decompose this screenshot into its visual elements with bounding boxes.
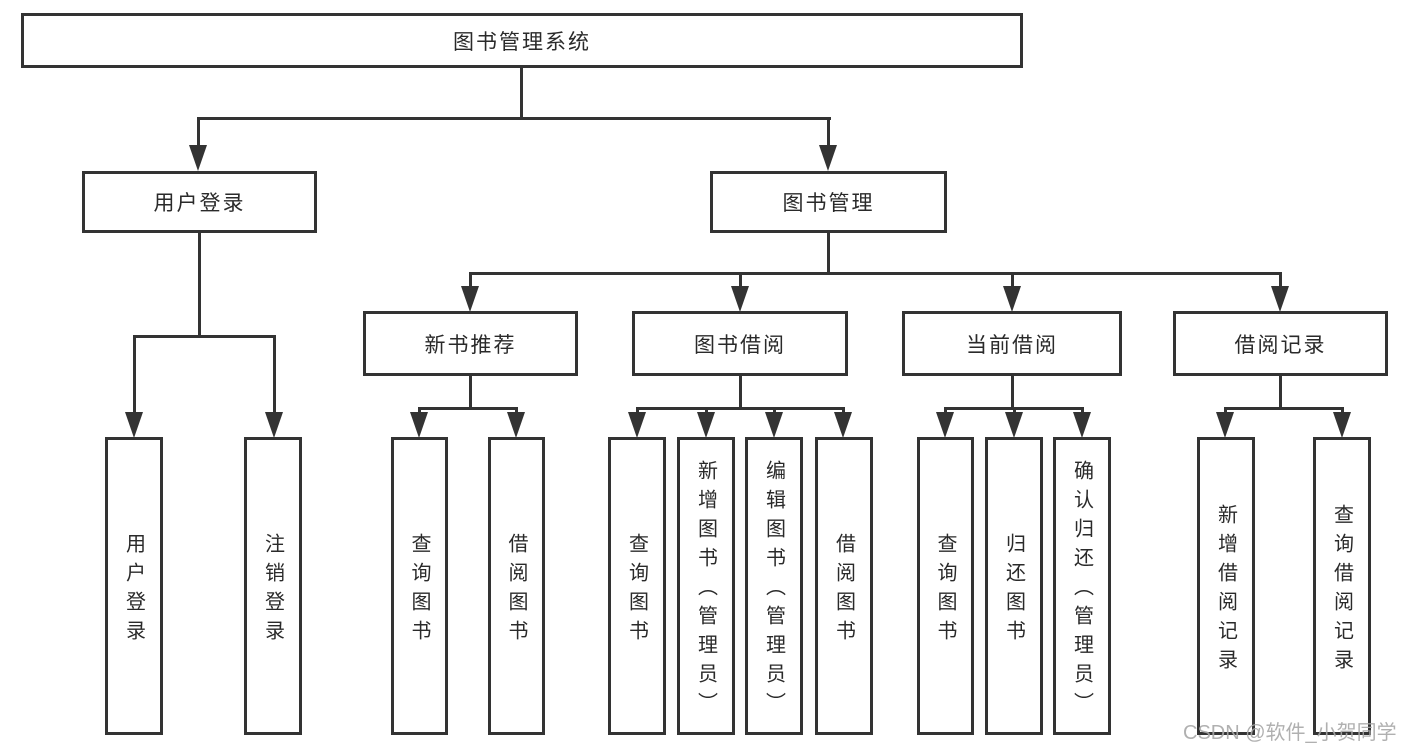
leaf-label: 查询图书 (934, 532, 956, 649)
connector-root-drop-right (827, 117, 830, 152)
arrowhead-down-icon (834, 412, 852, 438)
leaf-confirm-return-admin: 确认归还（管理员） (1053, 437, 1111, 735)
connector-userlogin-drop-right (273, 335, 276, 417)
connector-bookmgmt-drop-3 (1011, 272, 1014, 292)
node-current-borrowing: 当前借阅 (902, 311, 1122, 376)
node-label: 图书管理系统 (453, 30, 591, 54)
leaf-label: 编辑图书（管理员） (762, 460, 785, 721)
arrowhead-down-icon (731, 286, 749, 312)
connector-bookmgmt-drop-2 (739, 272, 742, 292)
leaf-label: 新增借阅记录 (1214, 503, 1237, 678)
connector-userlogin-stem (198, 233, 201, 335)
leaf-label: 查询图书 (625, 532, 648, 649)
leaf-label: 注销登录 (261, 532, 284, 649)
arrowhead-down-icon (1073, 412, 1091, 438)
leaf-query-borrow-record: 查询借阅记录 (1313, 437, 1371, 735)
leaf-user-login: 用户登录 (105, 437, 163, 735)
node-library-system: 图书管理系统 (21, 13, 1023, 68)
arrowhead-down-icon (936, 412, 954, 438)
connector-userlogin-drop-left (133, 335, 136, 417)
arrowhead-down-icon (125, 412, 143, 438)
leaf-query-books-current: 查询图书 (917, 437, 974, 735)
connector-userlogin-rail (133, 335, 276, 338)
leaf-label: 新增图书（管理员） (694, 460, 717, 721)
connector-root-drop-left (197, 117, 200, 152)
connector-borrowing-rail (636, 407, 845, 410)
node-label: 新书推荐 (424, 333, 517, 357)
leaf-label: 借阅图书 (832, 532, 855, 649)
connector-records-stem (1279, 376, 1282, 407)
connector-newbook-rail (418, 407, 518, 410)
arrowhead-down-icon (410, 412, 428, 438)
connector-newbook-stem (469, 376, 472, 407)
node-user-login: 用户登录 (82, 171, 317, 233)
leaf-label: 查询借阅记录 (1330, 503, 1353, 678)
node-label: 借阅记录 (1234, 333, 1327, 357)
leaf-label: 归还图书 (1002, 532, 1025, 649)
node-new-book-recommend: 新书推荐 (363, 311, 578, 376)
connector-bookmgmt-drop-4 (1279, 272, 1282, 292)
node-label: 图书借阅 (694, 333, 786, 357)
node-borrow-records: 借阅记录 (1173, 311, 1388, 376)
connector-borrowing-stem (739, 376, 742, 407)
arrowhead-down-icon (819, 145, 837, 171)
leaf-logout: 注销登录 (244, 437, 302, 735)
arrowhead-down-icon (1003, 286, 1021, 312)
csdn-watermark: CSDN @软件_小贺同学 (1183, 722, 1397, 744)
node-label: 当前借阅 (966, 333, 1058, 357)
arrowhead-down-icon (265, 412, 283, 438)
leaf-label: 确认归还（管理员） (1070, 460, 1093, 721)
connector-records-rail (1224, 407, 1344, 410)
arrowhead-down-icon (628, 412, 646, 438)
arrowhead-down-icon (697, 412, 715, 438)
arrowhead-down-icon (507, 412, 525, 438)
leaf-add-books-admin: 新增图书（管理员） (677, 437, 735, 735)
connector-bookmgmt-rail (469, 272, 1282, 275)
leaf-query-books-borrowing: 查询图书 (608, 437, 666, 735)
leaf-edit-books-admin: 编辑图书（管理员） (745, 437, 803, 735)
arrowhead-down-icon (461, 286, 479, 312)
node-label: 图书管理 (782, 192, 875, 215)
leaf-borrow-books-recommend: 借阅图书 (488, 437, 545, 735)
leaf-return-books: 归还图书 (985, 437, 1043, 735)
leaf-add-borrow-record: 新增借阅记录 (1197, 437, 1255, 735)
connector-root-stem (520, 68, 523, 117)
arrowhead-down-icon (1333, 412, 1351, 438)
leaf-label: 查询图书 (408, 532, 430, 649)
connector-bookmgmt-stem (827, 233, 830, 272)
arrowhead-down-icon (1005, 412, 1023, 438)
arrowhead-down-icon (1271, 286, 1289, 312)
arrowhead-down-icon (765, 412, 783, 438)
node-book-management: 图书管理 (710, 171, 947, 233)
leaf-label: 借阅图书 (505, 532, 527, 649)
leaf-borrow-books: 借阅图书 (815, 437, 873, 735)
connector-current-stem (1011, 376, 1014, 407)
connector-bookmgmt-drop-1 (469, 272, 472, 292)
connector-root-rail (197, 117, 831, 120)
arrowhead-down-icon (189, 145, 207, 171)
node-book-borrowing: 图书借阅 (632, 311, 848, 376)
node-label: 用户登录 (153, 192, 246, 215)
arrowhead-down-icon (1216, 412, 1234, 438)
leaf-label: 用户登录 (122, 532, 145, 649)
leaf-query-books-recommend: 查询图书 (391, 437, 448, 735)
